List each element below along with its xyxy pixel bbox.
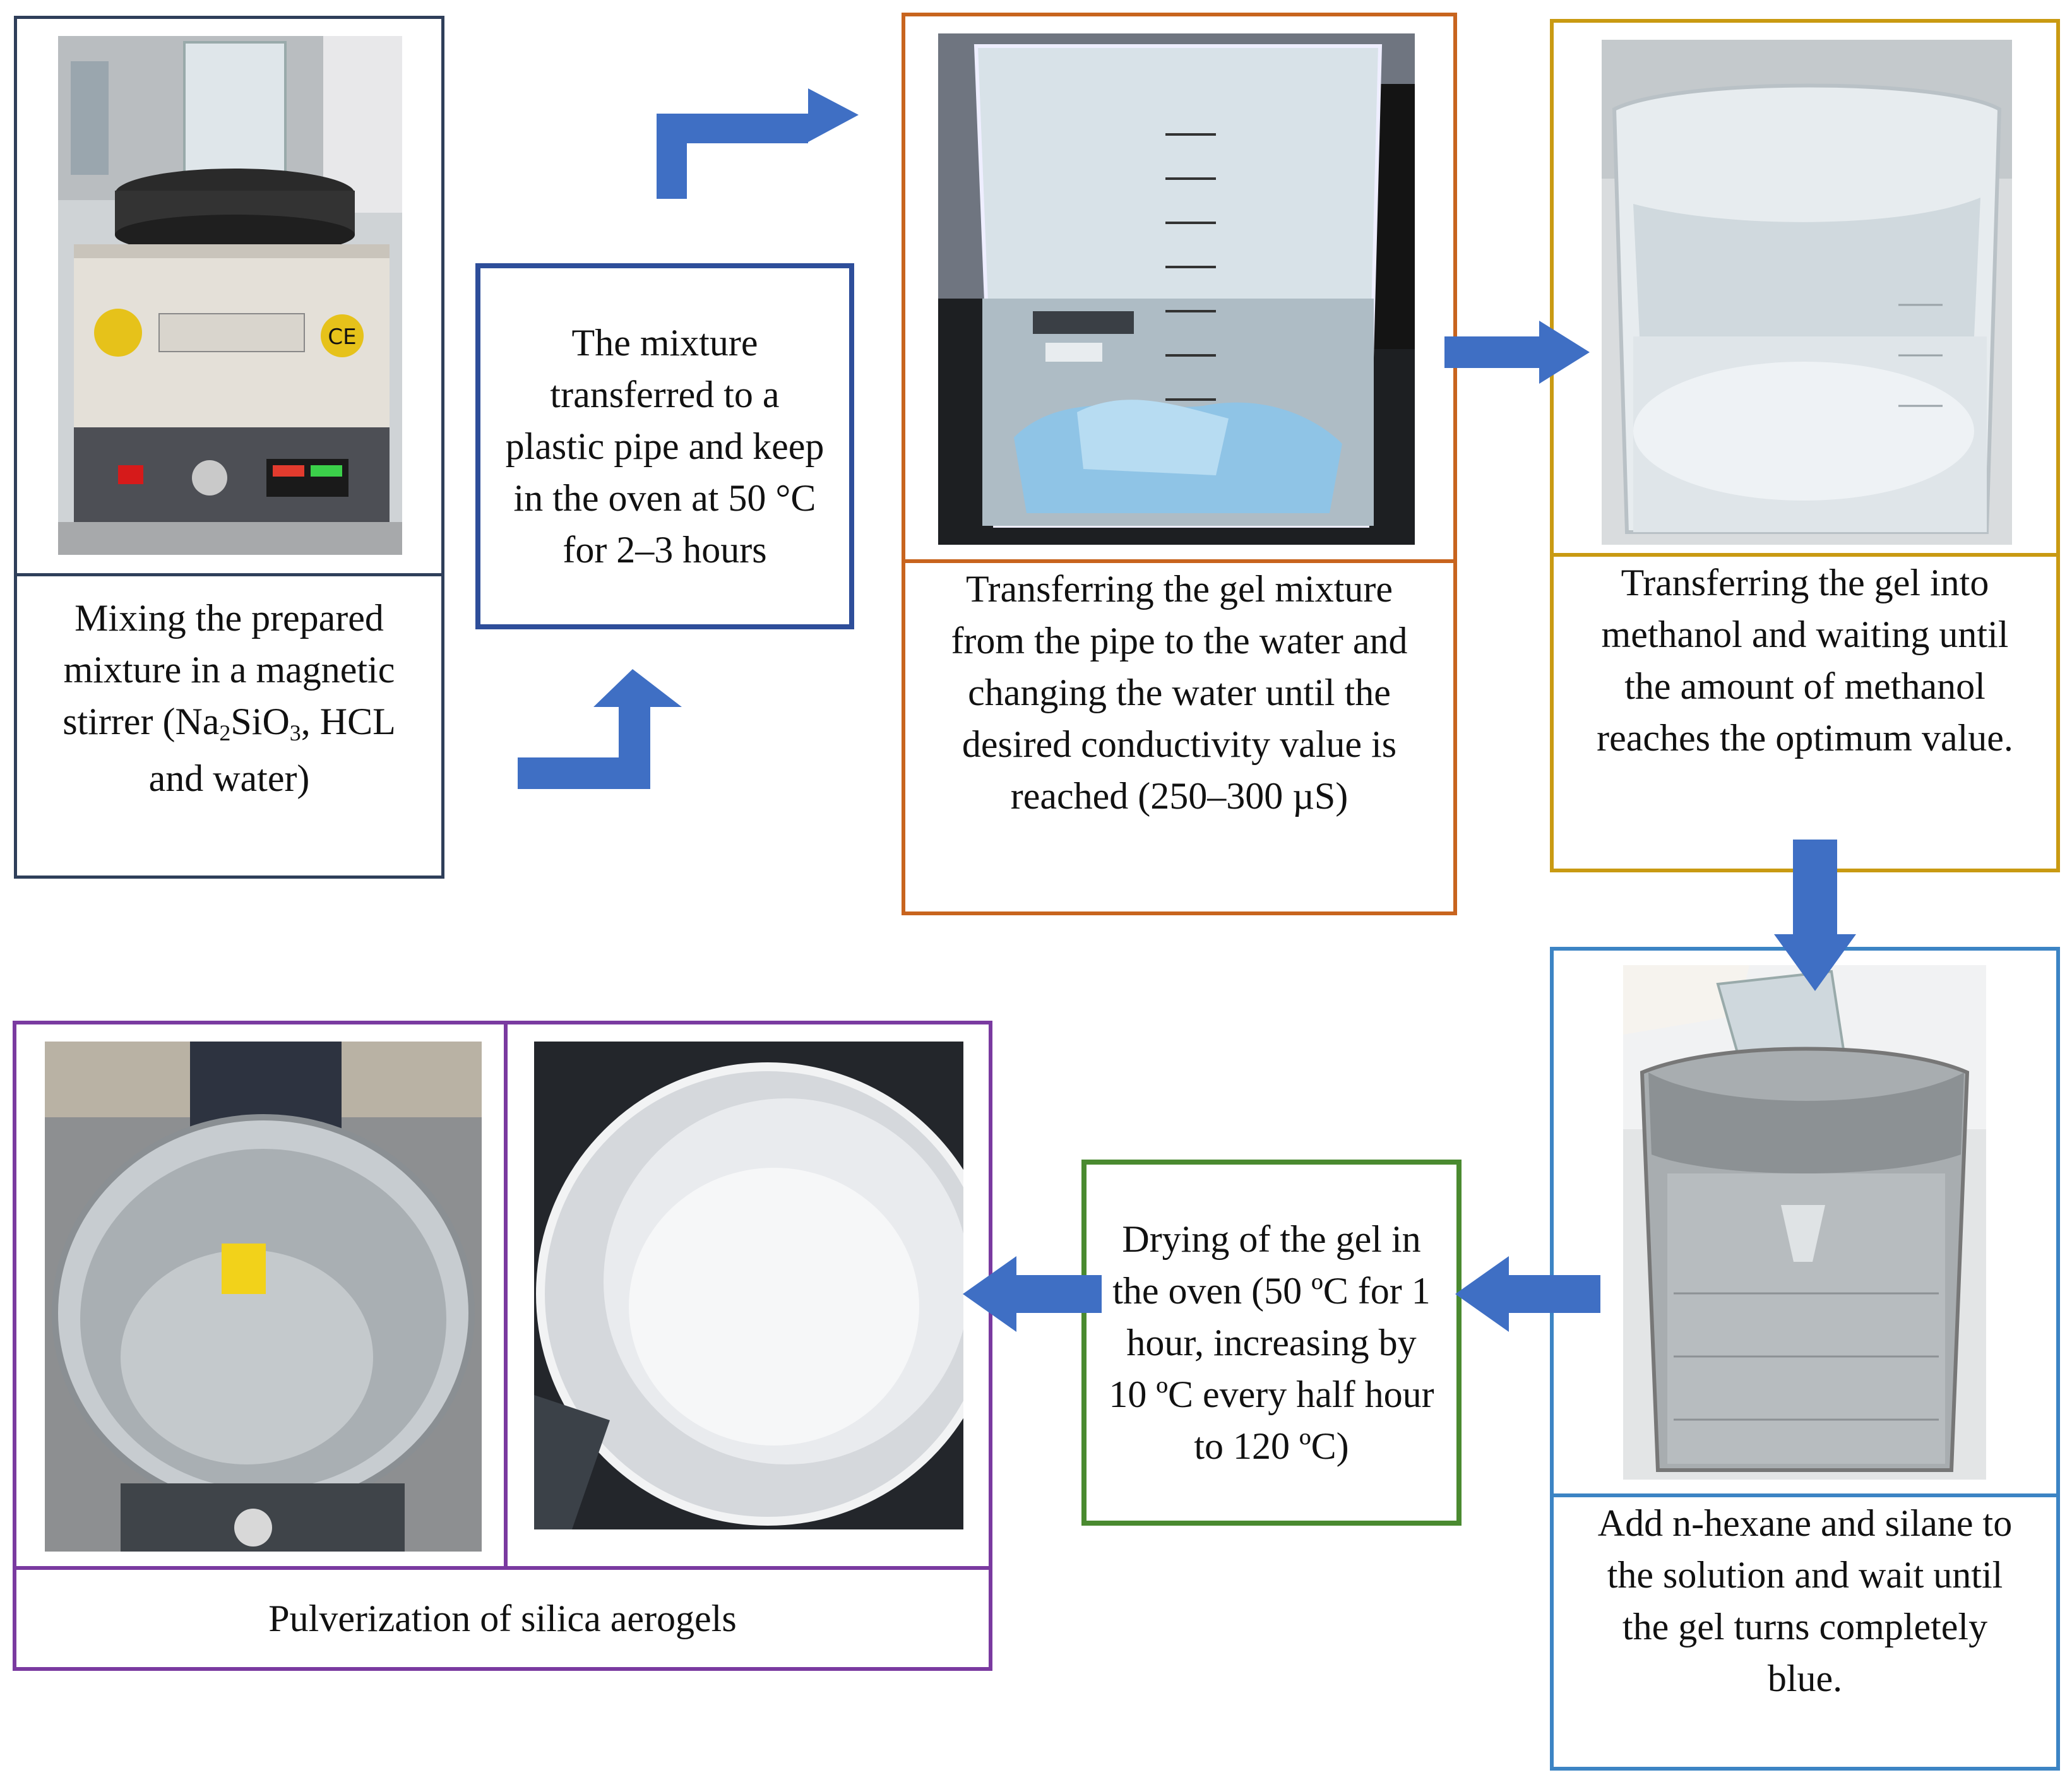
beaker-water-photo [938,33,1415,545]
arrow-to-pulverization [963,1256,1102,1332]
step-water-exchange-caption: Transferring the gel mixture from the pi… [951,568,1408,817]
grinder-photo [45,1042,482,1552]
step-water-exchange-box: Transferring the gel mixture from the pi… [902,13,1457,915]
step-drying-box: Drying of the gel in the oven (50 ºC for… [1081,1160,1462,1526]
pulverization-photo-separator [504,1024,508,1566]
step-pulverization-divider [16,1566,989,1570]
mixing-caption-post: , HCL and water) [148,701,396,799]
step-water-exchange-divider [905,559,1453,563]
mixing-caption-sub2: 3 [289,720,301,745]
step-drying-caption: Drying of the gel in the oven (50 ºC for… [1109,1218,1434,1467]
beaker-methanol-photo [1602,40,2012,545]
arrow-bent-to-water-exchange [657,85,859,199]
step-mixing-divider [17,573,441,576]
mixing-caption-mid: SiO [230,701,290,742]
arrow-to-methanol [1444,321,1590,384]
step-methanol-caption: Transferring the gel into methanol and w… [1597,562,2013,759]
arrow-bent-to-oven-pipe [518,669,682,789]
step-pulverization-box: Pulverization of silica aerogels [13,1021,992,1671]
magnetic-stirrer-photo: CE [58,36,402,555]
beaker-pouring-photo [1623,965,1986,1480]
step-hexane-silane-caption: Add n-hexane and silane to the solution … [1597,1502,2013,1699]
step-methanol-box: Transferring the gel into methanol and w… [1550,19,2060,872]
mixing-caption-pre: Mixing the prepared mixture in a magneti… [63,597,395,742]
svg-text:CE: CE [328,324,356,350]
step-oven-pipe-caption: The mixture transferred to a plastic pip… [505,322,825,571]
step-hexane-silane-divider [1554,1493,2056,1497]
step-mixing-caption: Mixing the prepared mixture in a magneti… [17,576,441,876]
mixing-caption-sub1: 2 [219,720,231,745]
step-hexane-silane-box: Add n-hexane and silane to the solution … [1550,947,2060,1771]
step-pulverization-caption: Pulverization of silica aerogels [268,1598,737,1639]
step-methanol-divider [1554,553,2056,557]
silica-aerogel-powder-photo [534,1042,963,1529]
arrow-to-drying [1455,1256,1600,1332]
step-oven-pipe-box: The mixture transferred to a plastic pip… [475,263,854,629]
step-mixing-box: CE Mixing the prepared mixture in a magn… [14,16,444,879]
arrow-to-hexane-silane [1774,840,1856,991]
